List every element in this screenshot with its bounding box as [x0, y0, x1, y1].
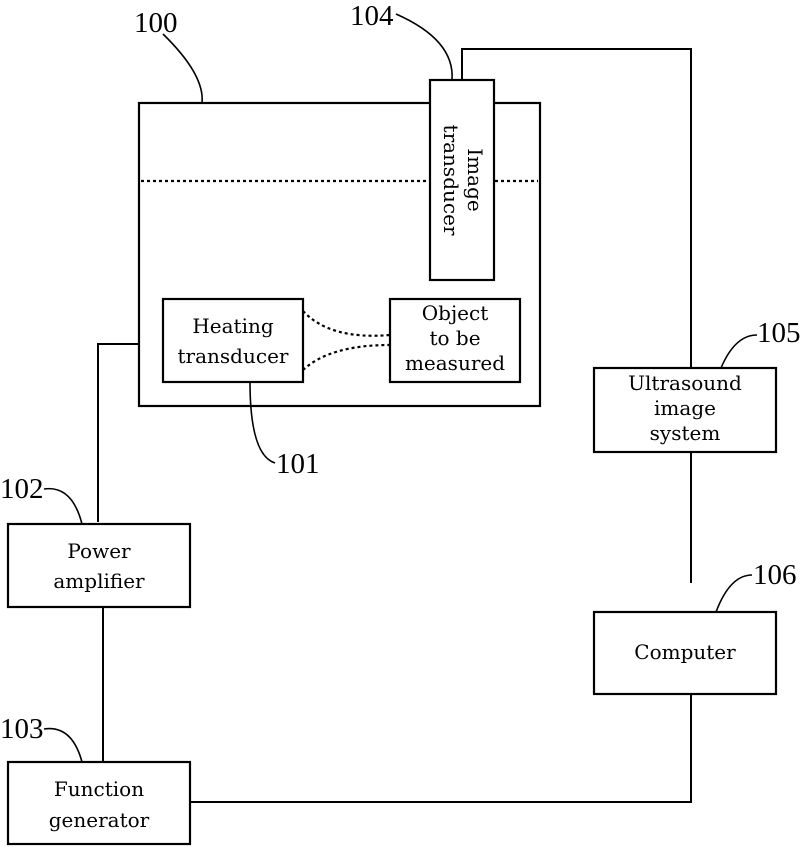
- leader-100: [163, 34, 202, 103]
- power-amplifier-label-line2: amplifier: [53, 569, 145, 593]
- heating-transducer-label-line2: transducer: [178, 344, 289, 368]
- ref-label-105: 105: [757, 317, 801, 349]
- leader-104: [396, 14, 452, 80]
- ref-label-102: 102: [0, 473, 44, 505]
- heating-transducer-label-line1: Heating: [192, 314, 274, 338]
- leader-102: [44, 489, 82, 524]
- ref-label-106: 106: [753, 559, 797, 591]
- leader-105: [721, 335, 757, 368]
- ultrasound-label-line3: system: [650, 421, 721, 445]
- ref-label-101: 101: [276, 448, 320, 480]
- heating-transducer-block[interactable]: [163, 299, 303, 382]
- power-amplifier-label-line1: Power: [67, 539, 131, 563]
- ultrasound-label-line1: Ultrasound: [628, 371, 742, 395]
- leader-106: [716, 575, 752, 612]
- computer-label: Computer: [634, 640, 736, 664]
- image-transducer-label-line2: transducer: [439, 125, 463, 236]
- object-label-line2: to be: [429, 326, 480, 350]
- ref-label-103: 103: [0, 713, 44, 745]
- ultrasound-label-line2: image: [654, 396, 716, 420]
- object-label-line3: measured: [405, 351, 505, 375]
- function-generator-label-line1: Function: [54, 777, 144, 801]
- power-amplifier-block[interactable]: [8, 524, 190, 607]
- function-generator-label-line2: generator: [49, 808, 150, 832]
- ref-label-104: 104: [350, 0, 394, 32]
- image-transducer-label-line1: Image: [463, 148, 487, 211]
- object-label-line1: Object: [422, 301, 488, 325]
- ref-label-100: 100: [134, 7, 178, 39]
- leader-103: [44, 729, 82, 762]
